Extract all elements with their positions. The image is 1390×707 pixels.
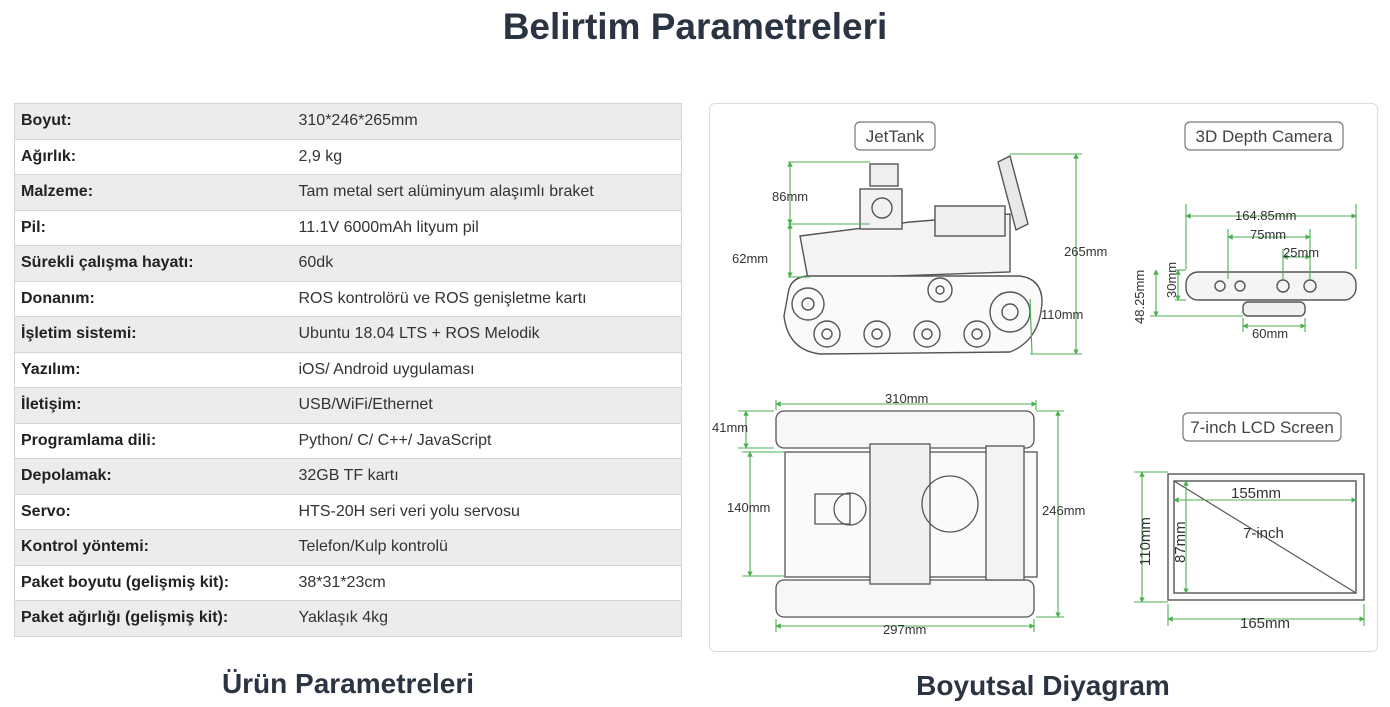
dim-86mm: 86mm [772, 189, 808, 204]
dimension-drawing: JetTank [712, 121, 1365, 637]
spec-key: Paket boyutu (gelişmiş kit): [14, 564, 293, 601]
spec-key: Servo: [14, 493, 293, 530]
spec-key: Donanım: [14, 280, 293, 317]
spec-value: 32GB TF kartı [292, 458, 682, 494]
dim-75mm: 75mm [1250, 227, 1286, 242]
spec-key: İşletim sistemi: [14, 316, 293, 352]
dim-30mm: 30mm [1164, 262, 1179, 298]
spec-row: İletişim:USB/WiFi/Ethernet [14, 387, 682, 423]
spec-row: Servo:HTS-20H seri veri yolu servosu [14, 493, 682, 530]
spec-value: 11.1V 6000mAh lityum pil [292, 209, 682, 246]
dim-310mm: 310mm [885, 391, 928, 406]
dim-140mm: 140mm [727, 500, 770, 515]
spec-value: 60dk [292, 245, 682, 281]
dim-25mm: 25mm [1283, 245, 1319, 260]
dim-48-25mm: 48.25mm [1132, 270, 1147, 324]
lcd-dimensions [1134, 471, 1365, 626]
spec-key: Depolamak: [14, 458, 293, 494]
svg-text:JetTank: JetTank [866, 127, 925, 146]
spec-value: 310*246*265mm [292, 103, 682, 139]
dim-265mm: 265mm [1064, 244, 1107, 259]
spec-row: Malzeme:Tam metal sert alüminyum alaşıml… [14, 174, 682, 210]
spec-value: 38*31*23cm [292, 564, 682, 601]
product-parameters-caption: Ürün Parametreleri [221, 668, 475, 699]
spec-value: ROS kontrolörü ve ROS genişletme kartı [292, 280, 682, 317]
spec-row: Donanım:ROS kontrolörü ve ROS genişletme… [14, 280, 682, 317]
spec-row: Yazılım:iOS/ Android uygulaması [14, 351, 682, 388]
camera-drawing [1185, 271, 1357, 317]
jettank-label: JetTank [854, 121, 936, 151]
spec-key: Programlama dili: [14, 422, 293, 459]
svg-text:3D Depth Camera: 3D Depth Camera [1195, 127, 1333, 146]
dim-110mm-side: 110mm [1041, 307, 1083, 322]
spec-key: Sürekli çalışma hayatı: [14, 245, 293, 281]
spec-key: Ağırlık: [14, 138, 293, 175]
spec-value: Telefon/Kulp kontrolü [292, 529, 682, 565]
page-title: Belirtim Parametreleri [502, 6, 888, 47]
dim-164-85mm: 164.85mm [1235, 208, 1296, 223]
dim-165mm: 165mm [1240, 615, 1290, 632]
lcd-label: 7-inch LCD Screen [1182, 412, 1342, 442]
spec-value: 2,9 kg [292, 138, 682, 175]
spec-key: İletişim: [14, 387, 293, 423]
spec-value: Tam metal sert alüminyum alaşımlı braket [292, 174, 682, 210]
spec-row: Sürekli çalışma hayatı:60dk [14, 245, 682, 281]
dim-155mm: 155mm [1231, 485, 1281, 502]
spec-value: Python/ C/ C++/ JavaScript [292, 422, 682, 459]
dimensional-diagram: JetTank [709, 103, 1378, 652]
spec-row: İşletim sistemi:Ubuntu 18.04 LTS + ROS M… [14, 316, 682, 352]
spec-value: iOS/ Android uygulaması [292, 351, 682, 388]
dim-297mm: 297mm [883, 622, 926, 637]
spec-key: Pil: [14, 209, 293, 246]
spec-key: Malzeme: [14, 174, 293, 210]
spec-row: Paket ağırlığı (gelişmiş kit):Yaklaşık 4… [14, 600, 682, 636]
jettank-side-dimensions [787, 153, 1082, 355]
dim-62mm: 62mm [732, 251, 768, 266]
spec-row: Pil:11.1V 6000mAh lityum pil [14, 209, 682, 246]
spec-value: HTS-20H seri veri yolu servosu [292, 493, 682, 530]
spec-key: Boyut: [14, 103, 293, 139]
spec-row: Kontrol yöntemi:Telefon/Kulp kontrolü [14, 529, 682, 565]
spec-value: USB/WiFi/Ethernet [292, 387, 682, 423]
jettank-top-view [775, 410, 1038, 618]
lcd-drawing [1167, 473, 1365, 601]
spec-row: Boyut:310*246*265mm [14, 103, 682, 139]
spec-key: Kontrol yöntemi: [14, 529, 293, 565]
spec-row: Programlama dili:Python/ C/ C++/ JavaScr… [14, 422, 682, 459]
dim-7-inch: 7-inch [1243, 525, 1284, 542]
dim-60mm: 60mm [1252, 326, 1288, 341]
spec-row: Ağırlık:2,9 kg [14, 138, 682, 175]
jettank-side-view [783, 154, 1043, 355]
dimensional-diagram-caption: Boyutsal Diyagram [916, 670, 1170, 701]
spec-key: Yazılım: [14, 351, 293, 388]
camera-dimensions [1150, 204, 1357, 332]
spec-value: Yaklaşık 4kg [292, 600, 682, 636]
spec-key: Paket ağırlığı (gelişmiş kit): [14, 600, 293, 636]
dim-246mm: 246mm [1042, 503, 1085, 518]
jettank-top-dimensions [738, 400, 1064, 632]
dim-41mm: 41mm [712, 420, 748, 435]
dim-87mm: 87mm [1172, 521, 1189, 563]
spec-value: Ubuntu 18.04 LTS + ROS Melodik [292, 316, 682, 352]
dim-110mm-lcd: 110mm [1137, 517, 1154, 566]
camera-label: 3D Depth Camera [1184, 121, 1344, 151]
spec-row: Depolamak:32GB TF kartı [14, 458, 682, 494]
spec-row: Paket boyutu (gelişmiş kit):38*31*23cm [14, 564, 682, 601]
svg-text:7-inch LCD Screen: 7-inch LCD Screen [1190, 418, 1334, 437]
